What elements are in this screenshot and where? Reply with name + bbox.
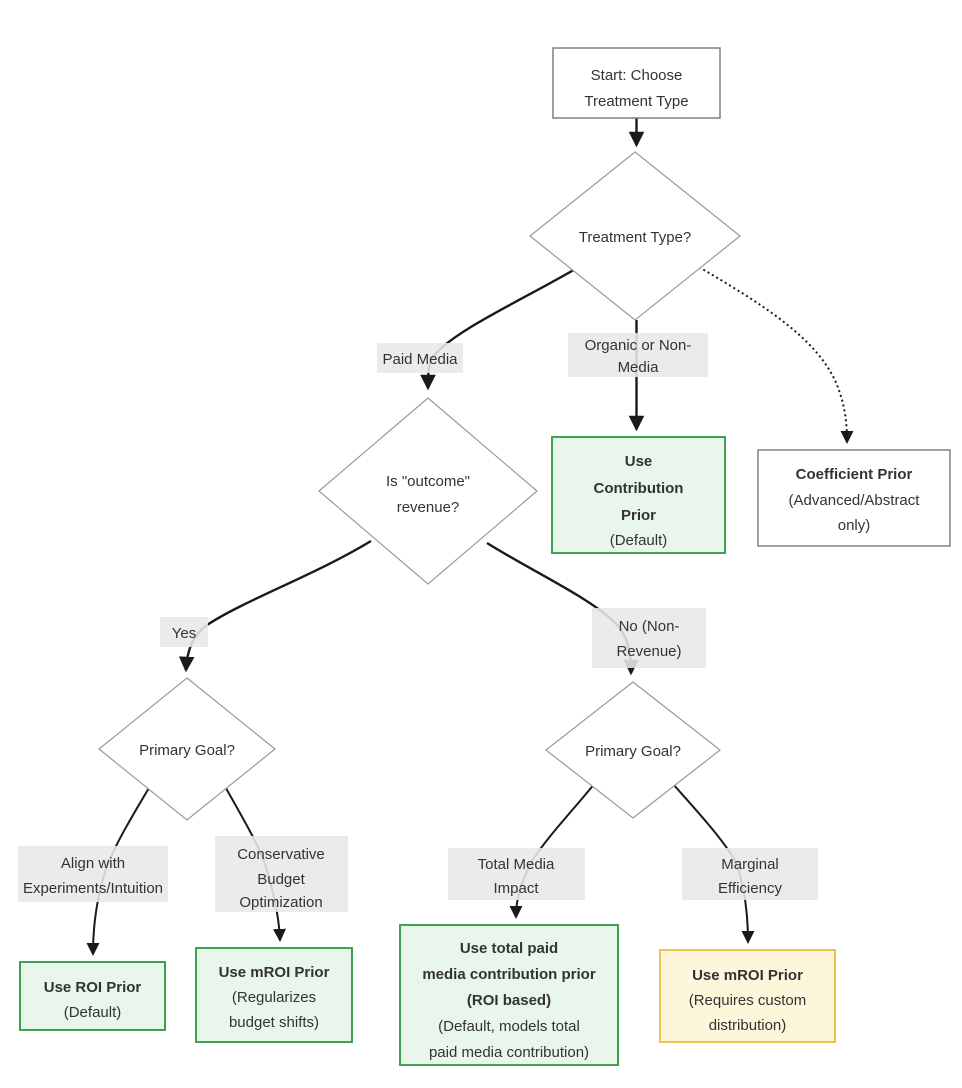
decision-diamond	[545, 681, 721, 819]
edge-label-text: Paid Media	[382, 351, 458, 368]
edge-outcome-to-primary-left	[178, 539, 372, 673]
node-shape	[552, 47, 721, 119]
decision-diamond	[529, 151, 741, 321]
edge-label-text: Total Media	[478, 856, 555, 873]
edge-treatment-to-coefficient	[698, 266, 854, 444]
edge-label-align: Align with Experiments/Intuition	[18, 846, 168, 902]
node-text: distribution)	[709, 1017, 787, 1034]
decision-diamond	[318, 397, 538, 585]
edge-label-text: Revenue)	[616, 643, 681, 660]
node-text: (Default)	[610, 532, 668, 549]
node-total-media-contribution-prior: Use total paid media contribution prior …	[399, 924, 619, 1066]
edge-label-paid-media: Paid Media	[377, 343, 463, 373]
node-shape	[19, 961, 166, 1031]
edge-label-yes: Yes	[160, 617, 208, 647]
node-shape	[399, 924, 619, 1066]
edge-label-organic: Organic or Non- Media	[568, 333, 708, 377]
edge-label-text: Budget	[257, 871, 305, 888]
node-text: Use	[625, 453, 653, 470]
edge-label-text: Optimization	[239, 894, 322, 911]
node-text: (Advanced/Abstract	[789, 492, 921, 509]
edge-label-conservative: Conservative Budget Optimization	[215, 836, 348, 912]
edge-label-text: No (Non-	[619, 618, 680, 635]
node-text: Coefficient Prior	[796, 466, 913, 483]
edge-labels: Paid Media Organic or Non- Media Yes No …	[18, 333, 818, 912]
node-coefficient-prior: Coefficient Prior (Advanced/Abstract onl…	[757, 449, 951, 547]
node-text: (Default, models total	[438, 1018, 580, 1035]
edge-label-bg	[160, 617, 208, 647]
node-text: revenue?	[397, 499, 460, 516]
node-text: Treatment Type?	[579, 229, 692, 246]
node-text: Start: Choose	[591, 67, 683, 84]
node-text: (Regularizes	[232, 989, 316, 1006]
decision-diamond	[98, 677, 276, 821]
edge-label-text: Conservative	[237, 846, 325, 863]
node-text: Use total paid	[460, 940, 558, 957]
edge-label-bg	[682, 848, 818, 900]
node-treatment-type-decision: Treatment Type?	[529, 151, 741, 321]
edge-label-marginal: Marginal Efficiency	[682, 848, 818, 900]
node-mroi-prior-left: Use mROI Prior (Regularizes budget shift…	[195, 947, 353, 1043]
edge-label-total-media: Total Media Impact	[448, 848, 585, 900]
edge-label-text: Efficiency	[718, 880, 782, 897]
node-shape	[659, 949, 836, 1043]
edge-label-bg	[448, 848, 585, 900]
node-text: (Default)	[64, 1004, 122, 1021]
node-roi-prior: Use ROI Prior (Default)	[19, 961, 166, 1031]
node-text: Use mROI Prior	[692, 967, 803, 984]
edge-label-text: Marginal	[721, 856, 779, 873]
edge-label-bg	[568, 333, 708, 377]
edge-label-text: Yes	[172, 625, 196, 642]
node-outcome-revenue-decision: Is "outcome" revenue?	[318, 397, 538, 585]
node-text: only)	[838, 517, 871, 534]
edge-label-bg	[215, 836, 348, 912]
node-shape	[195, 947, 353, 1043]
node-text: budget shifts)	[229, 1014, 319, 1031]
node-text: Use mROI Prior	[219, 964, 330, 981]
edge-label-text: Impact	[493, 880, 539, 897]
node-mroi-prior-right: Use mROI Prior (Requires custom distribu…	[659, 949, 836, 1043]
edge-label-no: No (Non- Revenue)	[592, 608, 706, 668]
node-primary-goal-left-decision: Primary Goal?	[98, 677, 276, 821]
node-text: media contribution prior	[422, 966, 595, 983]
node-contribution-prior: Use Contribution Prior (Default)	[551, 436, 726, 554]
node-text: (ROI based)	[467, 992, 551, 1009]
nodes: Start: Choose Treatment Type Treatment T…	[19, 47, 951, 1066]
node-shape	[551, 436, 726, 554]
node-text: Treatment Type	[584, 93, 688, 110]
edge-label-bg	[592, 608, 706, 668]
edge-label-text: Experiments/Intuition	[23, 880, 163, 897]
edge-label-bg	[18, 846, 168, 902]
edge-label-bg	[377, 343, 463, 373]
node-text: Prior	[621, 507, 656, 524]
node-start: Start: Choose Treatment Type	[552, 47, 721, 119]
node-text: Primary Goal?	[139, 742, 235, 759]
edge-label-text: Media	[618, 359, 660, 376]
edge-label-text: Organic or Non-	[585, 337, 692, 354]
node-text: Contribution	[594, 480, 684, 497]
node-text: Primary Goal?	[585, 743, 681, 760]
node-text: (Requires custom	[689, 992, 807, 1009]
node-text: Use ROI Prior	[44, 979, 142, 996]
node-text: Is "outcome"	[386, 473, 470, 490]
node-primary-goal-right-decision: Primary Goal?	[545, 681, 721, 819]
edge-label-text: Align with	[61, 855, 125, 872]
node-shape	[757, 449, 951, 547]
node-text: paid media contribution)	[429, 1044, 589, 1061]
